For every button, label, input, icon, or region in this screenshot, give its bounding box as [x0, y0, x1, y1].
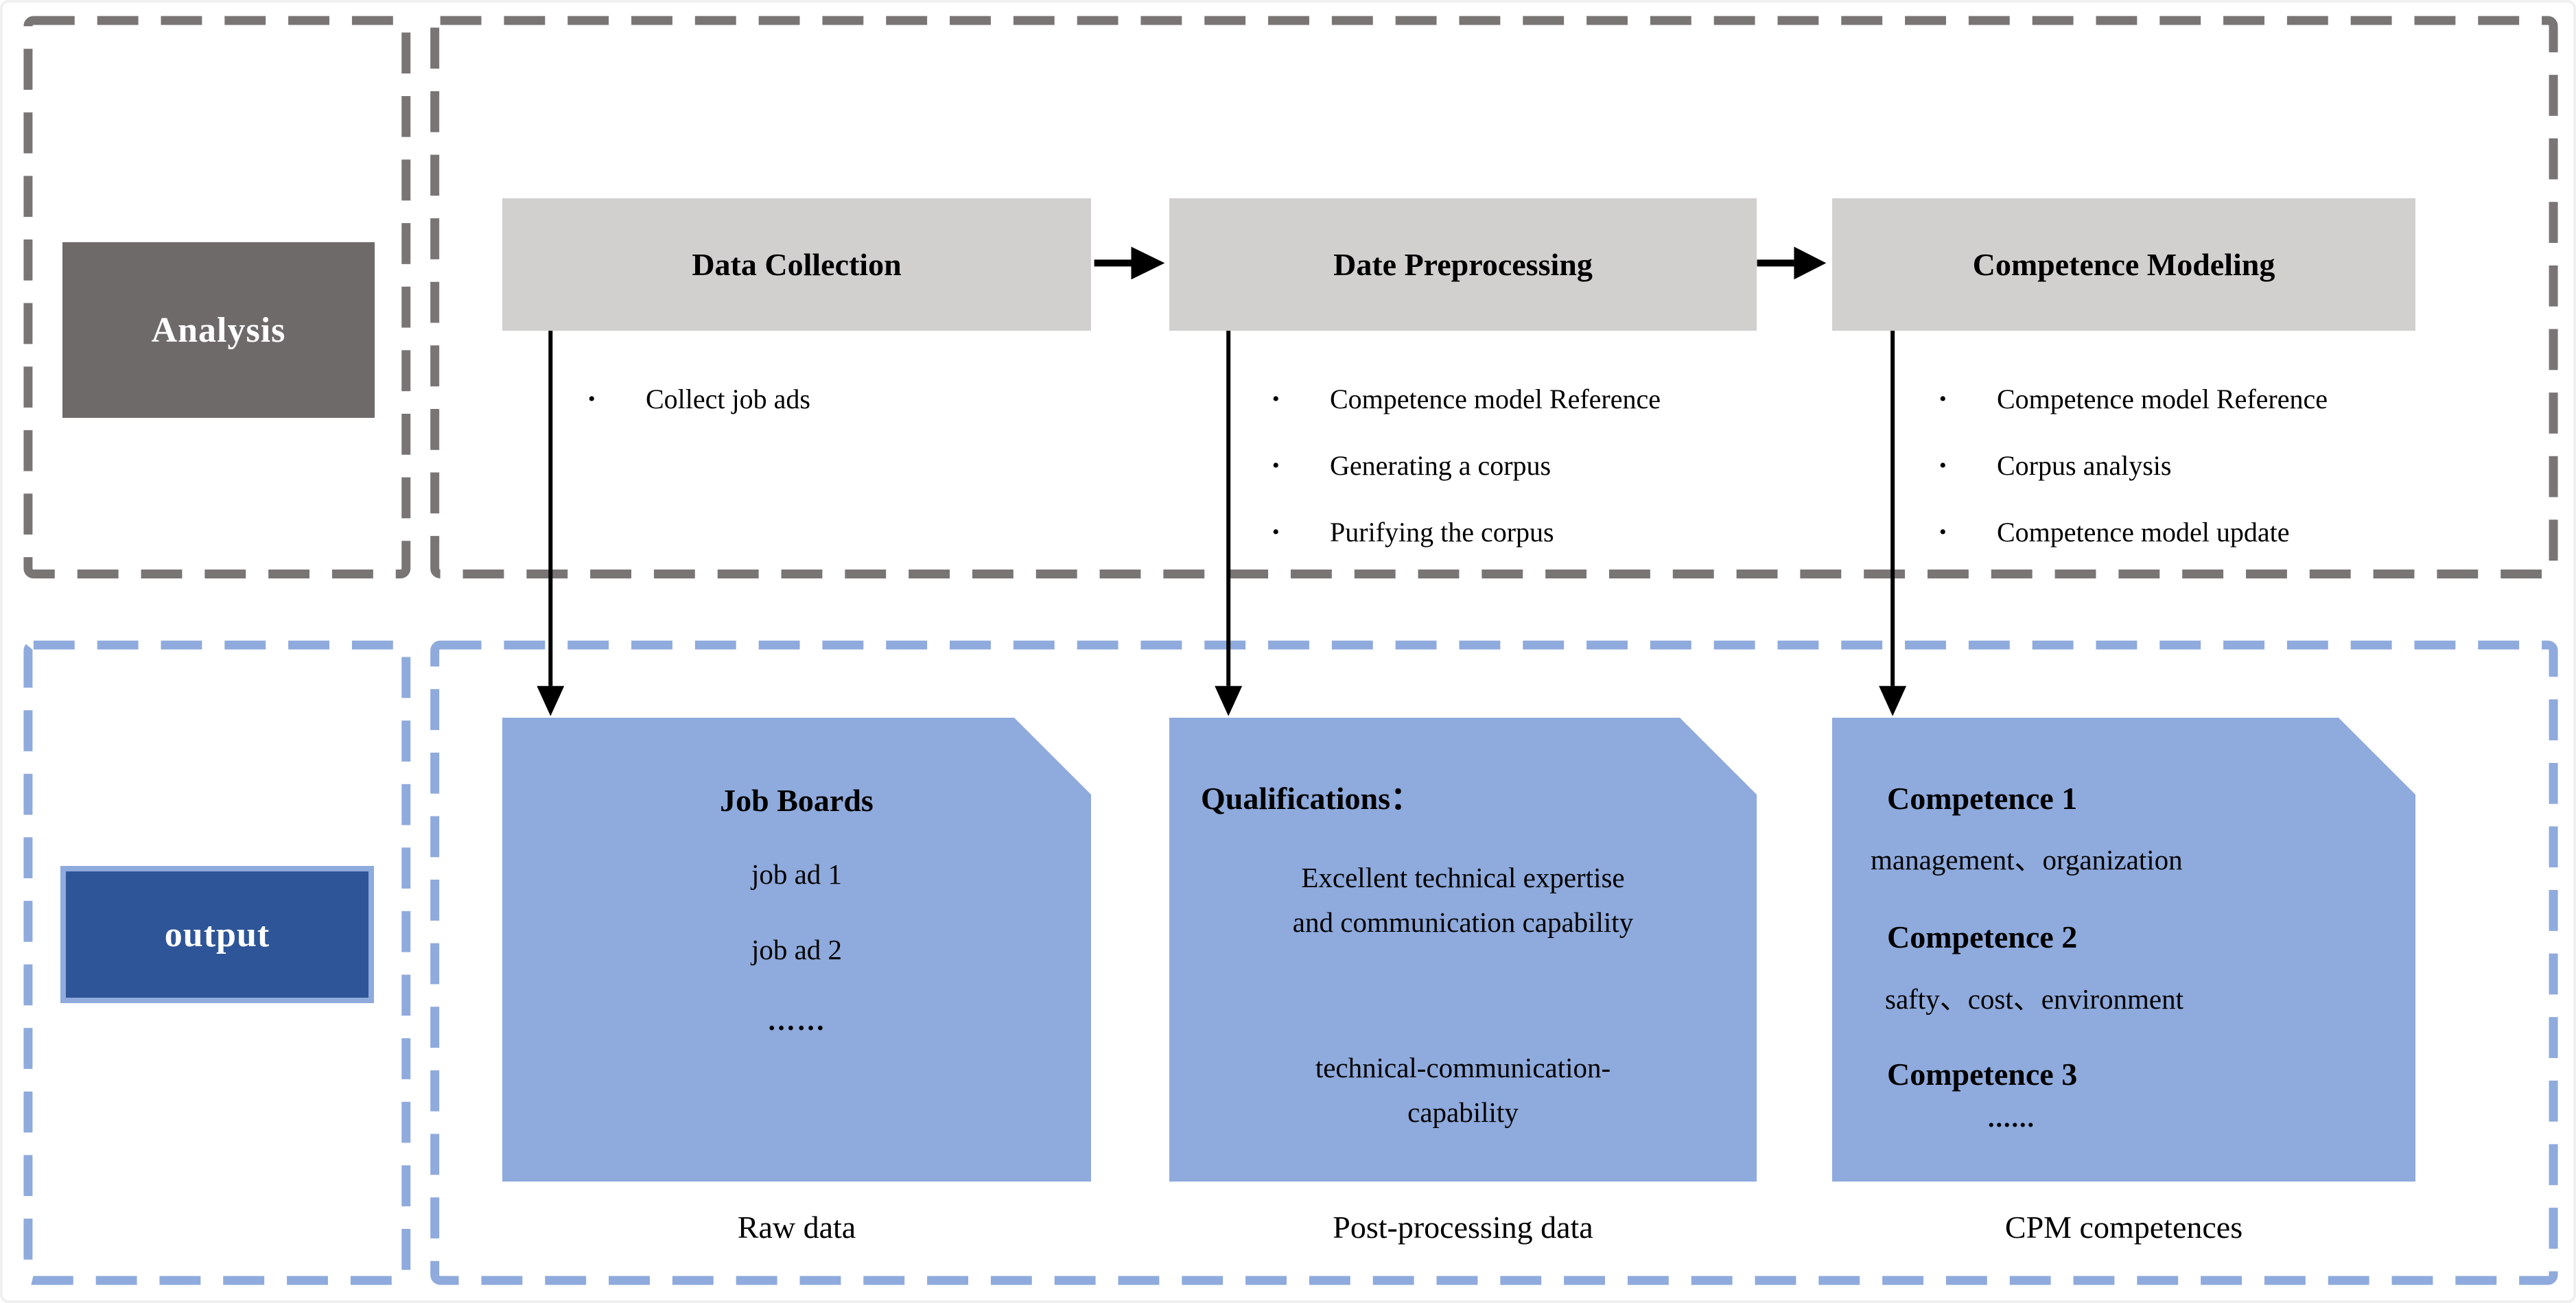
analysis-section-label-text: Analysis — [151, 310, 286, 350]
flow-arrow-right-2 — [1757, 246, 1827, 280]
card3-competence-title: Competence 3 — [1887, 1057, 2078, 1092]
bullet-icon: • — [1272, 521, 1280, 543]
card1-line: job ad 1 — [751, 858, 843, 890]
analysis-outline-main — [430, 16, 2558, 578]
bullet-text: Competence model Reference — [1997, 384, 2328, 414]
card2-line: capability — [1407, 1096, 1519, 1128]
card3-competence-title: Competence 1 — [1887, 781, 2078, 816]
output-section-label-text: output — [164, 915, 270, 954]
card2-line: technical-communication- — [1315, 1052, 1611, 1083]
card3-competence-desc: safty、cost、environment — [1885, 983, 2183, 1015]
output-section-label: output — [60, 866, 374, 1003]
card-cpm-competences — [1832, 718, 2415, 1182]
drop-arrow-1 — [537, 329, 565, 716]
card2-title: Qualifications： — [1201, 781, 1422, 816]
bullet-text: Purifying the corpus — [1330, 517, 1554, 548]
card3-competence-desc: management、organization — [1871, 844, 2183, 876]
bullet-text: Generating a corpus — [1330, 450, 1552, 481]
analysis-outline-left — [23, 16, 411, 578]
bullet-icon: • — [1272, 454, 1280, 477]
bullet-item: • Competence model Reference — [1939, 380, 2328, 419]
step-box-data-collection: Data Collection — [502, 198, 1091, 331]
card3-ellipsis: ...... — [1988, 1104, 2035, 1133]
flow-arrow-right-1 — [1094, 246, 1165, 280]
bullet-icon: • — [1272, 388, 1280, 410]
drop-arrow-3 — [1879, 329, 1907, 716]
bullet-item: • Collect job ads — [588, 380, 810, 419]
step-box-competence-modeling: Competence Modeling — [1832, 198, 2415, 331]
step-title: Date Preprocessing — [1333, 247, 1593, 282]
card2-line: Excellent technical expertise — [1301, 862, 1625, 893]
bullet-icon: • — [588, 388, 596, 410]
card3-competence-title: Competence 2 — [1887, 919, 2078, 954]
caption-cpm-competences: CPM competences — [2004, 1210, 2243, 1245]
bullet-item: • Corpus analysis — [1939, 447, 2171, 485]
bullet-item: • Purifying the corpus — [1272, 513, 1554, 552]
bullet-text: Collect job ads — [646, 384, 810, 414]
bullet-text: Competence model Reference — [1330, 384, 1661, 414]
bullet-item: • Competence model update — [1939, 513, 2290, 552]
card2-line: and communication capability — [1292, 906, 1634, 938]
step-title: Competence Modeling — [1972, 247, 2275, 282]
step-box-date-preprocessing: Date Preprocessing — [1169, 198, 1757, 331]
bullet-item: • Competence model Reference — [1272, 380, 1661, 419]
bullet-text: Corpus analysis — [1997, 450, 2172, 481]
bullet-icon: • — [1939, 388, 1947, 410]
card1-ellipsis: …… — [767, 1005, 826, 1036]
card-post-processing — [1169, 718, 1757, 1182]
bullet-item: • Generating a corpus — [1272, 447, 1551, 485]
caption-raw-data: Raw data — [737, 1210, 856, 1245]
output-outline-main — [430, 640, 2558, 1285]
step-title: Data Collection — [692, 247, 902, 282]
bullet-icon: • — [1939, 521, 1947, 543]
analysis-section-label: Analysis — [62, 242, 375, 418]
bullet-text: Competence model update — [1997, 517, 2290, 548]
caption-post-processing-data: Post-processing data — [1333, 1210, 1593, 1245]
card1-title: Job Boards — [720, 783, 874, 818]
card1-line: job ad 2 — [751, 934, 843, 965]
drop-arrow-2 — [1215, 329, 1243, 716]
bullet-icon: • — [1939, 454, 1947, 477]
card-raw-data — [502, 718, 1091, 1182]
